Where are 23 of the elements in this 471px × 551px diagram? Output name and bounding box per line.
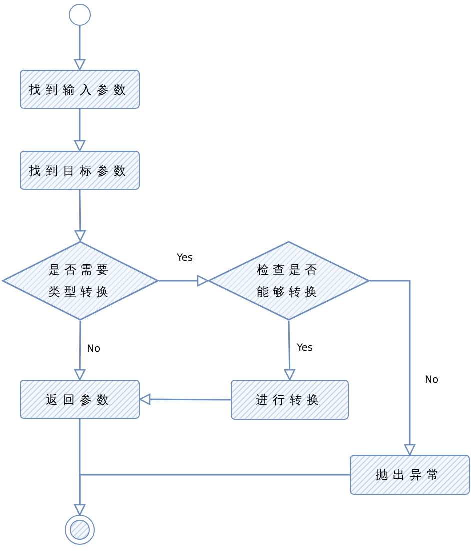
decision-text: 检查是否能够转换 (256, 262, 322, 301)
process-box (20, 70, 140, 109)
decision-diamond (2, 241, 159, 321)
step-text: 进行转换 (256, 392, 324, 409)
arrow (74, 474, 350, 516)
arrow (74, 109, 86, 152)
arrow (74, 190, 86, 242)
process-box (350, 455, 470, 495)
step-text: 找到输入参数 (29, 82, 131, 98)
arrow (139, 394, 231, 406)
step-text: 找到目标参数 (29, 162, 131, 180)
arrow (74, 26, 86, 71)
arrow (370, 280, 416, 456)
arrow (159, 275, 209, 287)
arrow (74, 321, 86, 381)
step-text: 返回参数 (46, 392, 114, 408)
step-text: 抛出异常 (376, 467, 444, 484)
process-box (20, 380, 140, 419)
process-box (20, 151, 140, 190)
decision-diamond (208, 241, 370, 321)
arrow (284, 320, 296, 381)
process-box (231, 380, 349, 420)
decision-text: 是否需要类型转换 (48, 262, 114, 301)
